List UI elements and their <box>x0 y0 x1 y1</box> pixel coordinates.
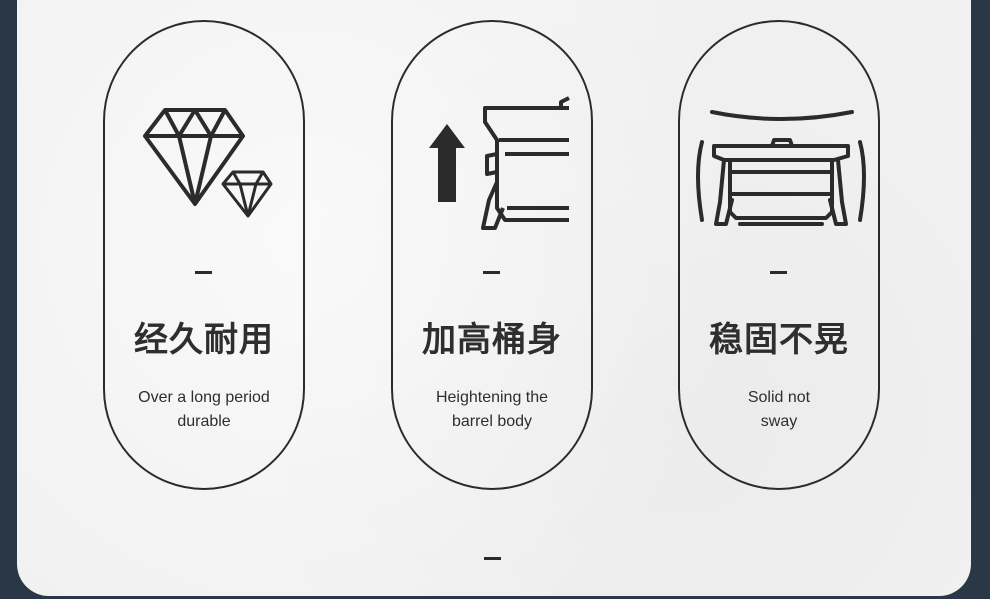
description-line: durable <box>177 413 231 430</box>
description-line: Solid not <box>747 389 811 406</box>
up-arrow-tub-icon <box>429 96 570 230</box>
feature-description: Over a long period durable <box>105 386 303 434</box>
content-panel: 经久耐用 Over a long period durable 加高桶身 <box>17 0 971 596</box>
feature-description: Heightening the barrel body <box>393 386 591 434</box>
diamond-icon <box>143 108 273 218</box>
feature-title: 经久耐用 <box>134 320 274 360</box>
separator-dash <box>770 271 787 274</box>
separator-dash <box>195 271 212 274</box>
description-line: sway <box>760 413 798 430</box>
feature-card-height: 加高桶身 Heightening the barrel body <box>391 20 593 490</box>
separator-dash <box>483 271 500 274</box>
feature-description: Solid not sway <box>680 386 878 434</box>
stable-tub-icon <box>696 110 866 226</box>
feature-title: 稳固不晃 <box>709 320 849 360</box>
bottom-separator-dash <box>484 557 501 560</box>
description-line: barrel body <box>451 413 533 430</box>
description-line: Heightening the <box>435 389 549 406</box>
description-line: Over a long period <box>138 389 270 406</box>
feature-card-durable: 经久耐用 Over a long period durable <box>103 20 305 490</box>
feature-card-stable: 稳固不晃 Solid not sway <box>678 20 880 490</box>
feature-title: 加高桶身 <box>422 320 562 360</box>
